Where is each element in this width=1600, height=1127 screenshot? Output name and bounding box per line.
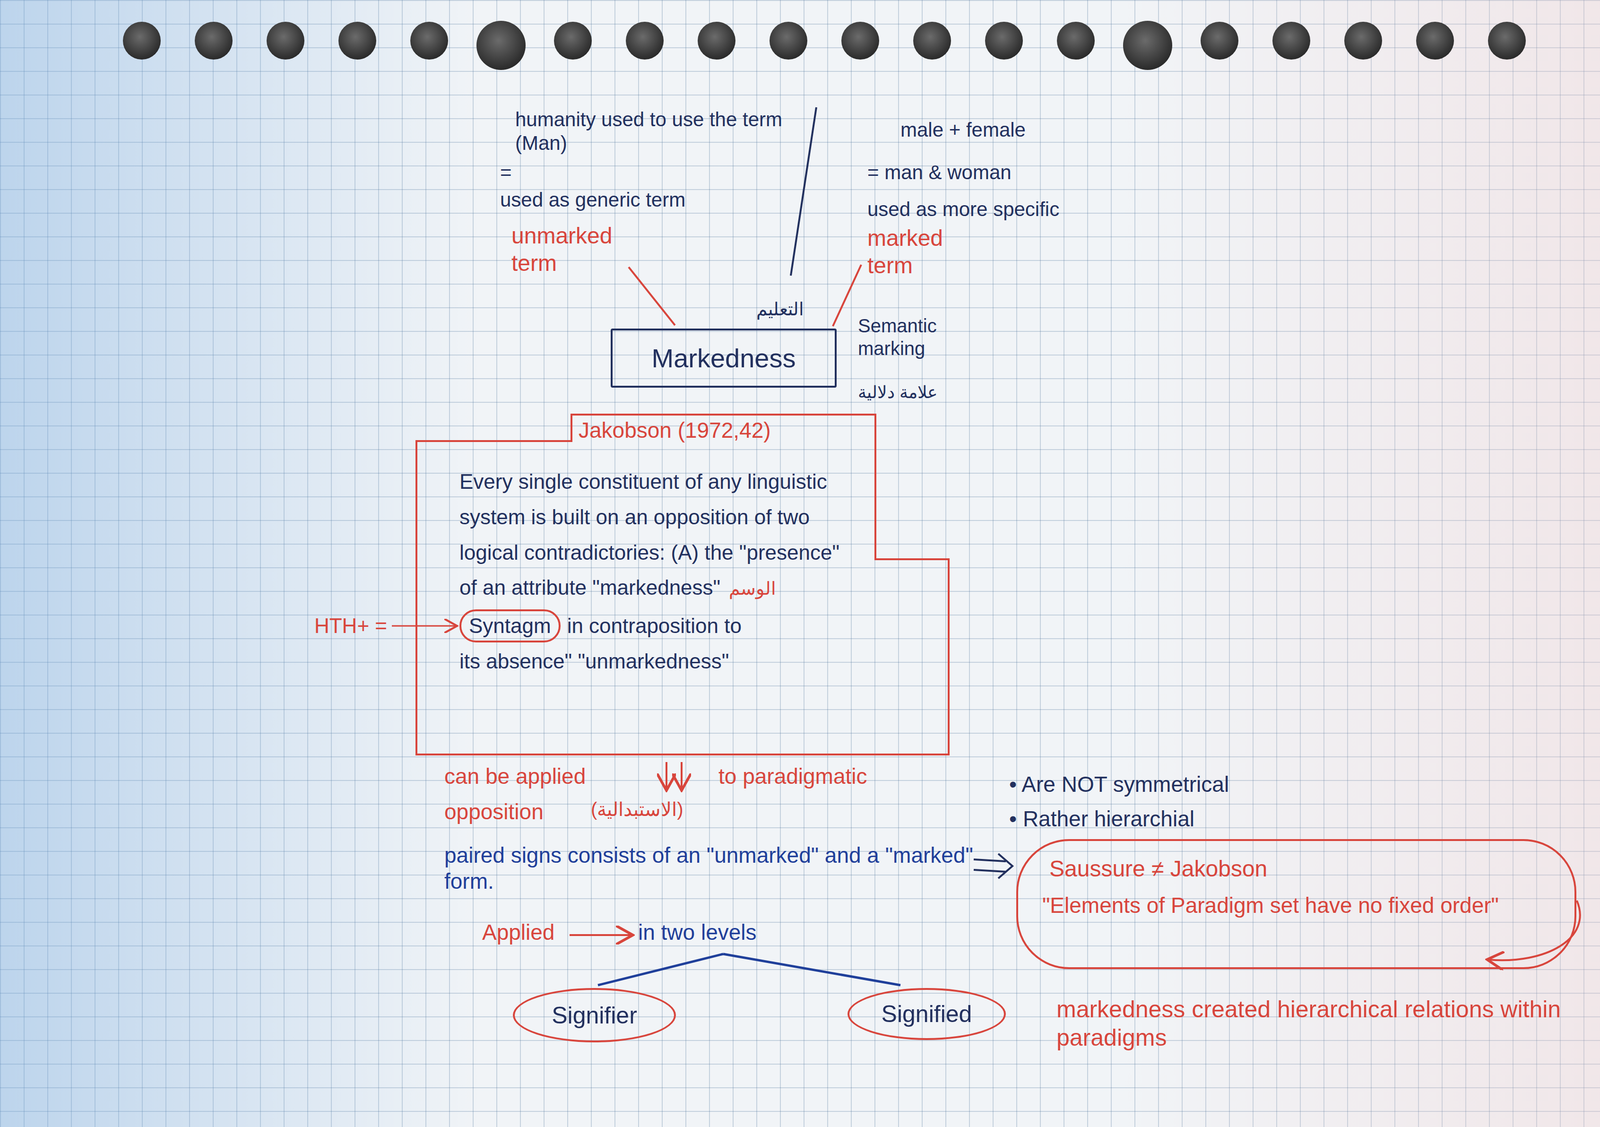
note-text: in two levels xyxy=(638,919,757,946)
leader-line xyxy=(628,267,675,326)
circled-term: Syntagm xyxy=(459,609,561,643)
body-text: its absence" "unmarkedness" xyxy=(459,643,862,680)
note-text: used as more specific xyxy=(867,197,1060,222)
punch-hole xyxy=(913,21,952,60)
punch-hole xyxy=(338,21,377,60)
tab-outline xyxy=(416,414,949,755)
oval-node: Signifier xyxy=(512,987,676,1043)
down-arrow xyxy=(665,761,668,789)
implies-arrow xyxy=(998,853,1013,879)
quote-body: Every single constituent of any linguist… xyxy=(459,464,862,680)
punch-hole xyxy=(410,21,449,60)
punch-hole xyxy=(1200,21,1239,60)
punch-hole xyxy=(122,21,161,60)
punch-hole xyxy=(266,21,305,60)
branch-line xyxy=(723,953,901,986)
punch-hole xyxy=(1272,21,1311,60)
punch-hole xyxy=(476,20,526,70)
note-text: paired signs consists of an "unmarked" a… xyxy=(444,842,974,895)
punch-hole xyxy=(625,21,664,60)
note-text: used as generic term xyxy=(500,188,803,212)
punch-hole xyxy=(1344,21,1383,60)
punch-hole xyxy=(841,21,880,60)
branch-line xyxy=(597,953,724,986)
node-text: Signified xyxy=(881,1000,973,1028)
punch-hole xyxy=(1056,21,1095,60)
title-box: Markedness xyxy=(610,328,837,388)
leader-line xyxy=(391,624,456,627)
note-text: • Are NOT symmetrical xyxy=(1009,771,1229,798)
node-text: Syntagm xyxy=(468,614,552,638)
leader-line xyxy=(832,264,862,327)
note-text: male + female xyxy=(900,118,1026,142)
implies-arrow xyxy=(973,859,1006,862)
note-text: markedness created hierarchical relation… xyxy=(1056,994,1586,1052)
note-text: = man & woman xyxy=(867,160,1012,185)
note-text: التعليم xyxy=(756,298,805,321)
punch-holes xyxy=(122,20,1526,70)
punch-hole xyxy=(1416,21,1454,60)
note-text: marked term xyxy=(867,224,991,279)
note-text: unmarked term xyxy=(511,222,654,277)
note-text: HTH+ = xyxy=(314,613,388,639)
punch-hole xyxy=(1123,20,1173,70)
punch-hole xyxy=(194,21,233,60)
divider-line xyxy=(790,107,817,276)
note-body: "Elements of Paradigm set have no fixed … xyxy=(1042,891,1551,920)
node-text: Signifier xyxy=(551,1001,638,1030)
blob-outline xyxy=(1017,839,1576,969)
note-text: opposition xyxy=(444,798,544,825)
note-text: Applied xyxy=(482,919,555,946)
note-text: = xyxy=(500,160,512,185)
note-text: (الاستبدالية) xyxy=(590,797,684,821)
body-row: Syntagm in contraposition to xyxy=(459,608,862,644)
curved-arrow xyxy=(1488,900,1581,960)
node-text: Markedness xyxy=(651,342,796,374)
note-text: Semantic marking xyxy=(857,314,972,360)
note-text: • Rather hierarchial xyxy=(1009,805,1195,832)
down-arrow xyxy=(680,761,683,789)
note-text: to paradigmatic xyxy=(718,763,868,790)
punch-hole xyxy=(1487,21,1526,60)
quote-box: Jakobson (1972,42) Every single constitue… xyxy=(415,413,950,756)
applied-arrow xyxy=(569,934,632,936)
circled-note: Saussure ≠ Jakobson "Elements of Paradigm… xyxy=(1016,838,1577,969)
punch-hole xyxy=(553,21,592,60)
punch-hole xyxy=(985,21,1023,60)
arabic-text: الوسم xyxy=(728,578,777,599)
note-text: humanity used to use the term (Man) xyxy=(515,107,790,156)
punch-hole xyxy=(769,21,808,60)
note-text: علامة دلالية xyxy=(857,381,938,403)
note-text: can be applied xyxy=(444,763,586,790)
body-text: Every single constituent of any linguist… xyxy=(459,469,840,599)
punch-hole xyxy=(697,21,736,60)
note-heading: Saussure ≠ Jakobson xyxy=(1049,855,1268,882)
body-text: in contraposition to xyxy=(567,614,742,638)
box-heading: Jakobson (1972,42) xyxy=(578,417,771,443)
oval-node: Signified xyxy=(847,987,1006,1040)
implies-arrow xyxy=(973,869,1006,872)
